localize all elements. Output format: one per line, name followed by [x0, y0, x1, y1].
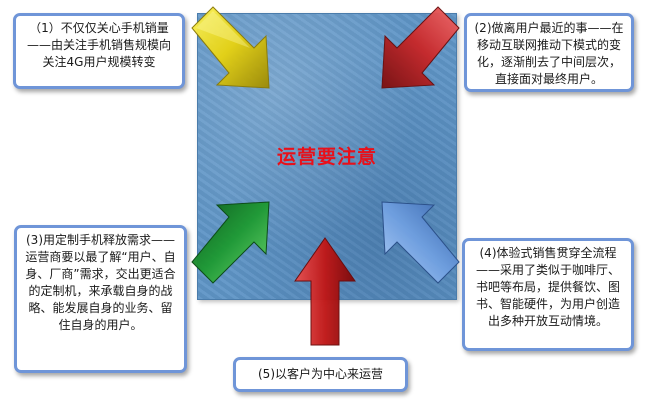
callout-5-text: (5)以客户为中心来运营 [258, 367, 383, 381]
callout-4: (4)体验式销售贯穿全流程——采用了类似于咖啡厅、书吧等布局，提供餐饮、图书、智… [462, 238, 634, 351]
arrow-bottom-red [294, 237, 356, 346]
callout-2: (2)做离用户最近的事——在移动互联网推动下模式的变化，逐渐削去了中间层次，直接… [464, 13, 634, 92]
callout-3: (3)用定制手机释放需求——运营商要以最了解“用户、自身、厂商”需求，交出更适合… [14, 225, 187, 373]
arrow-green [191, 201, 270, 284]
center-title: 运营要注意 [276, 146, 377, 168]
arrow-blue [381, 201, 460, 284]
callout-1: （1）不仅仅关心手机销量——由关注手机销售规模向关注4G用户规模转变 [13, 13, 185, 89]
arrow-red [381, 6, 460, 89]
callout-4-text: (4)体验式销售贯穿全流程——采用了类似于咖啡厅、书吧等布局，提供餐饮、图书、智… [475, 246, 620, 328]
callout-2-text: (2)做离用户最近的事——在移动互联网推动下模式的变化，逐渐削去了中间层次，直接… [474, 21, 624, 86]
callout-3-text: (3)用定制手机释放需求——运营商要以最了解“用户、自身、厂商”需求，交出更适合… [25, 233, 176, 332]
arrow-yellow [191, 6, 270, 89]
callout-5: (5)以客户为中心来运营 [233, 357, 408, 392]
callout-1-text: （1）不仅仅关心手机销量——由关注手机销售规模向关注4G用户规模转变 [26, 21, 171, 69]
